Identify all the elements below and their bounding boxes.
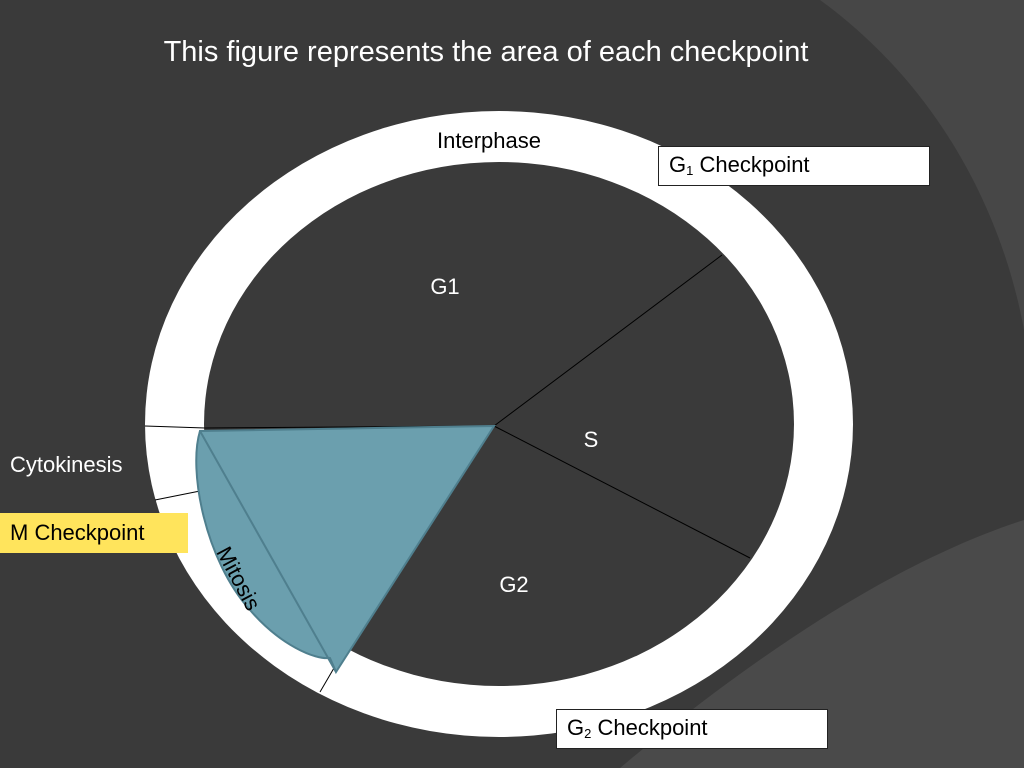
g2-callout-prefix: G bbox=[567, 715, 585, 740]
divider-ring-mitosis-bottom bbox=[319, 667, 335, 693]
g1-callout-text: Checkpoint bbox=[693, 152, 810, 177]
g1-checkpoint-callout: G1 Checkpoint bbox=[658, 146, 930, 186]
m-checkpoint-inner-edge bbox=[199, 430, 337, 673]
m-checkpoint-callout: M Checkpoint bbox=[0, 513, 188, 553]
cytokinesis-label: Cytokinesis bbox=[10, 452, 123, 477]
g2-callout-sub: 2 bbox=[584, 726, 592, 741]
background-curve-right bbox=[820, 0, 1024, 330]
interphase-label: Interphase bbox=[437, 128, 541, 153]
divider-g1-s bbox=[493, 254, 723, 427]
g2-callout-text: Checkpoint bbox=[591, 715, 708, 740]
phase-g2-label: G2 bbox=[499, 572, 528, 597]
g1-callout-sub: 1 bbox=[686, 163, 694, 178]
g2-checkpoint-callout: G2 Checkpoint bbox=[556, 709, 828, 749]
divider-ring-cytokinesis-bottom bbox=[154, 489, 206, 501]
divider-s-g2 bbox=[493, 425, 751, 559]
slide-title: This figure represents the area of each … bbox=[163, 36, 809, 68]
phase-s-label: S bbox=[584, 427, 599, 452]
g1-callout-prefix: G bbox=[669, 152, 687, 177]
phase-g1-label: G1 bbox=[430, 274, 459, 299]
divider-ring-cytokinesis-top bbox=[144, 425, 206, 429]
background-curve-bottom bbox=[620, 520, 1024, 768]
